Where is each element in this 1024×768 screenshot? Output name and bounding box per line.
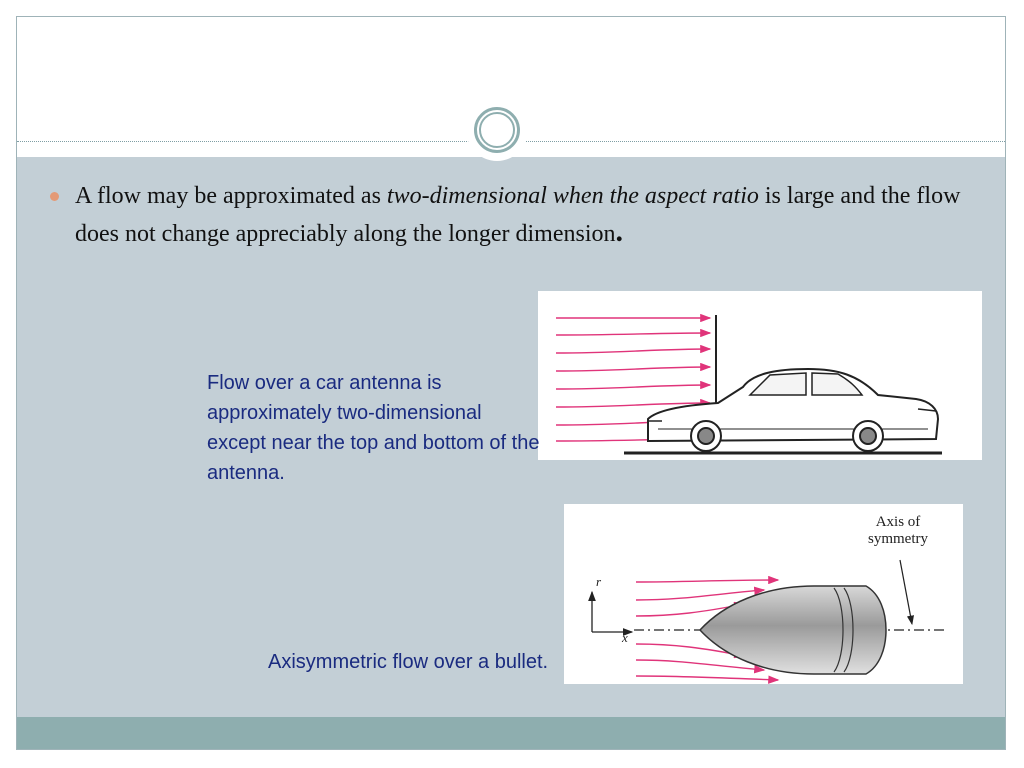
ornament-inner-ring	[479, 112, 515, 148]
streamline	[635, 659, 766, 674]
bullet-text-italic: two-dimensional when the aspect ratio	[386, 183, 759, 209]
coordinate-axes	[588, 590, 634, 636]
streamline	[555, 344, 712, 354]
car-icon	[647, 367, 940, 452]
bullet-text-period: .	[615, 215, 624, 248]
streamline	[555, 380, 712, 390]
streamline	[635, 675, 780, 684]
car-antenna-illustration	[555, 313, 942, 455]
footer-band	[17, 717, 1005, 749]
streamline	[555, 328, 712, 338]
car-antenna-figure	[538, 291, 982, 460]
streamline	[555, 398, 712, 408]
car-figure-caption: Flow over a car antenna is approximately…	[207, 372, 540, 484]
bullet-streamlines	[635, 575, 780, 684]
bullet-figure-caption: Axisymmetric flow over a bullet.	[268, 651, 549, 673]
bullet-icon-shape	[698, 585, 887, 675]
axis-pointer	[899, 559, 914, 626]
streamline	[635, 586, 766, 601]
streamline	[635, 575, 780, 585]
bullet-flow-figure: Axis of symmetry r x	[564, 504, 963, 684]
bullet-icon	[50, 192, 59, 201]
bullet-text-part2: is large and the flow does not change ap…	[75, 183, 961, 247]
x-axis-label: x	[621, 630, 628, 645]
r-axis-label: r	[596, 574, 602, 589]
bullet-text: A flow may be approximated as two-dimens…	[75, 178, 980, 252]
bullet-flow-illustration: Axis of symmetry r x	[588, 514, 944, 684]
axis-label-line2: symmetry	[868, 531, 928, 547]
bullet-text-part1: A flow may be approximated as	[75, 183, 387, 209]
streamline	[555, 362, 712, 372]
axis-label-line1: Axis of	[876, 514, 921, 530]
